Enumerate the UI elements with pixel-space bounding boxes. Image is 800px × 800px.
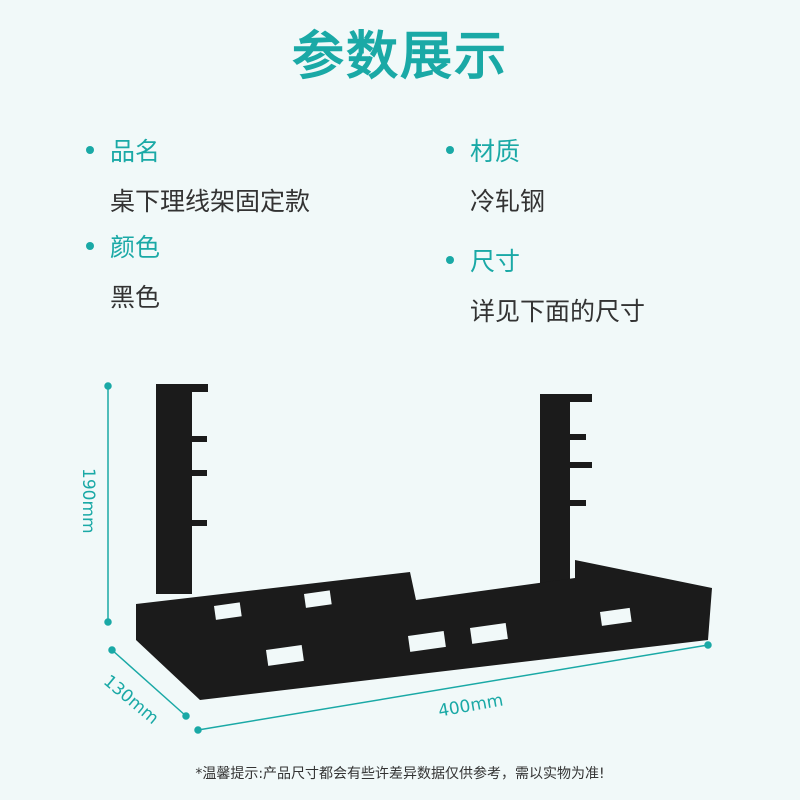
bullet-icon xyxy=(446,146,454,154)
bullet-icon xyxy=(86,242,94,250)
page-title: 参数展示 xyxy=(291,27,508,87)
param-color: 颜色 黑色 xyxy=(86,228,160,314)
param-label: 颜色 xyxy=(110,233,161,262)
param-label: 品名 xyxy=(110,137,161,166)
bullet-icon xyxy=(446,256,454,264)
tray-cutouts xyxy=(213,590,632,666)
param-label: 尺寸 xyxy=(470,247,521,276)
param-label: 材质 xyxy=(470,137,521,166)
param-material: 材质 冷轧钢 xyxy=(446,132,545,218)
param-value: 冷轧钢 xyxy=(470,187,546,216)
param-name: 品名 桌下理线架固定款 xyxy=(86,132,310,218)
bullet-icon xyxy=(86,146,94,154)
cable-tray xyxy=(136,384,712,700)
dimension-lines xyxy=(104,382,712,734)
height-dimension: 190mm xyxy=(78,468,98,534)
param-value: 桌下理线架固定款 xyxy=(110,187,311,216)
param-size: 尺寸 详见下面的尺寸 xyxy=(446,242,645,328)
param-value: 详见下面的尺寸 xyxy=(470,297,646,326)
disclaimer-note: *温馨提示:产品尺寸都会有些许差异数据仅供参考，需以实物为准! xyxy=(195,766,605,782)
param-value: 黑色 xyxy=(110,283,161,312)
